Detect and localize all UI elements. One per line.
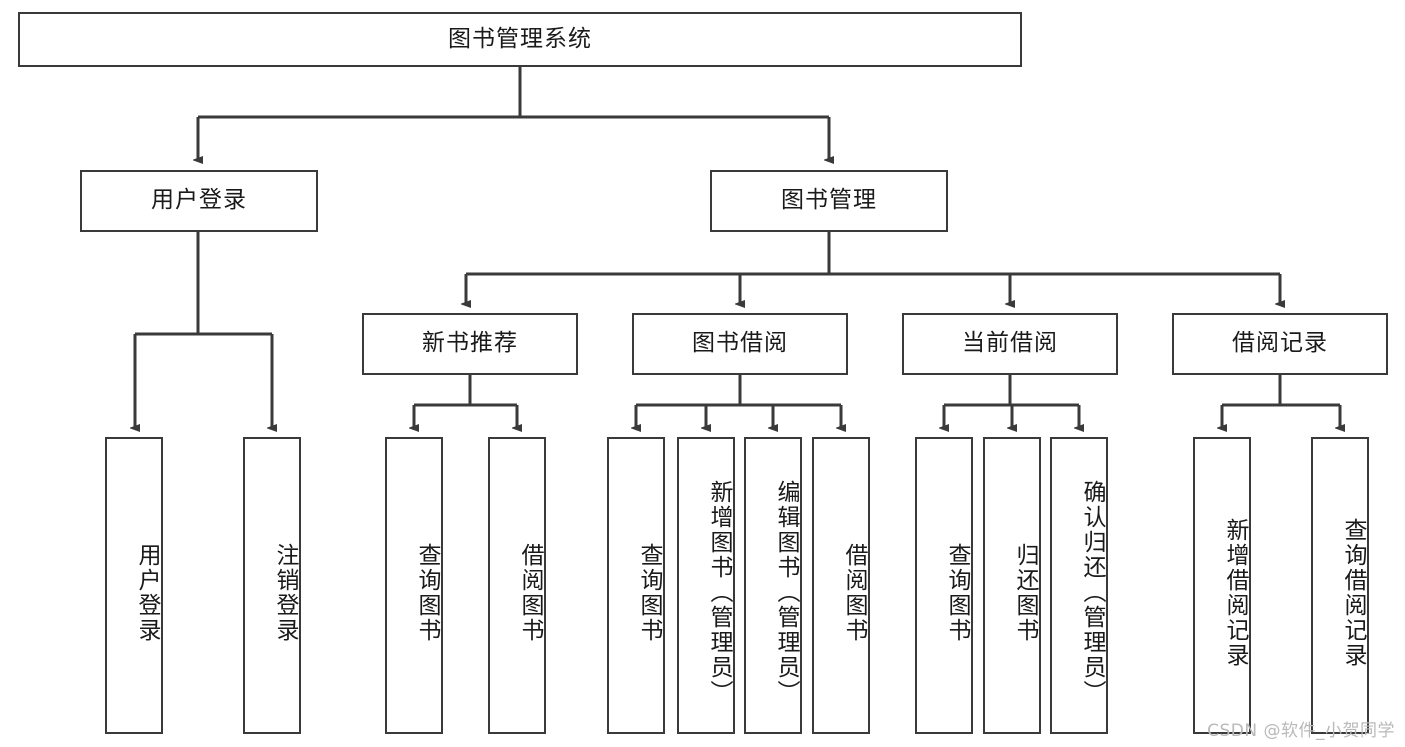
node-borrow-record[interactable]: 借阅记录 xyxy=(1172,313,1388,375)
node-leaf-query-book-2[interactable]: 查询图书 xyxy=(607,437,665,734)
node-new-book-recommend[interactable]: 新书推荐 xyxy=(362,313,578,375)
node-leaf-logout[interactable]: 注销登录 xyxy=(243,437,301,734)
node-label: 编辑图书（管理员） xyxy=(773,480,799,705)
node-root-book-management-system[interactable]: 图书管理系统 xyxy=(18,12,1022,67)
node-leaf-borrow-book-2[interactable]: 借阅图书 xyxy=(812,437,870,734)
node-leaf-confirm-return[interactable]: 确认归还（管理员） xyxy=(1050,437,1108,734)
node-label: 借阅记录 xyxy=(1232,330,1328,357)
node-leaf-add-record[interactable]: 新增借阅记录 xyxy=(1193,437,1251,734)
node-book-borrow[interactable]: 图书借阅 xyxy=(632,313,848,375)
node-book-management[interactable]: 图书管理 xyxy=(710,170,948,232)
node-label: 查询图书 xyxy=(636,542,662,643)
node-label: 查询图书 xyxy=(944,542,970,643)
node-label: 借阅图书 xyxy=(517,542,543,643)
node-label: 新增借阅记录 xyxy=(1222,517,1248,668)
node-leaf-query-record[interactable]: 查询借阅记录 xyxy=(1311,437,1369,734)
node-label: 归还图书 xyxy=(1012,542,1038,643)
node-leaf-user-login[interactable]: 用户登录 xyxy=(105,437,163,734)
node-label: 查询图书 xyxy=(414,542,440,643)
node-label: 图书管理系统 xyxy=(448,25,592,52)
node-label: 图书借阅 xyxy=(692,330,788,357)
node-label: 当前借阅 xyxy=(962,330,1058,357)
node-label: 图书管理 xyxy=(781,187,877,214)
node-leaf-query-book-1[interactable]: 查询图书 xyxy=(385,437,443,734)
node-label: 借阅图书 xyxy=(841,542,867,643)
node-user-login[interactable]: 用户登录 xyxy=(80,170,318,232)
node-leaf-edit-book[interactable]: 编辑图书（管理员） xyxy=(744,437,802,734)
node-leaf-add-book[interactable]: 新增图书（管理员） xyxy=(677,437,735,734)
node-current-borrow[interactable]: 当前借阅 xyxy=(902,313,1118,375)
node-label: 新增图书（管理员） xyxy=(706,480,732,705)
node-label: 新书推荐 xyxy=(422,330,518,357)
node-label: 查询借阅记录 xyxy=(1340,517,1366,668)
node-label: 注销登录 xyxy=(272,542,298,643)
node-leaf-query-book-3[interactable]: 查询图书 xyxy=(915,437,973,734)
node-label: 确认归还（管理员） xyxy=(1079,480,1105,705)
node-label: 用户登录 xyxy=(151,187,247,214)
csdn-watermark: CSDN @软件_小贺同学 xyxy=(1207,721,1395,741)
node-label: 用户登录 xyxy=(134,542,160,643)
node-leaf-borrow-book-1[interactable]: 借阅图书 xyxy=(488,437,546,734)
node-leaf-return-book[interactable]: 归还图书 xyxy=(983,437,1041,734)
